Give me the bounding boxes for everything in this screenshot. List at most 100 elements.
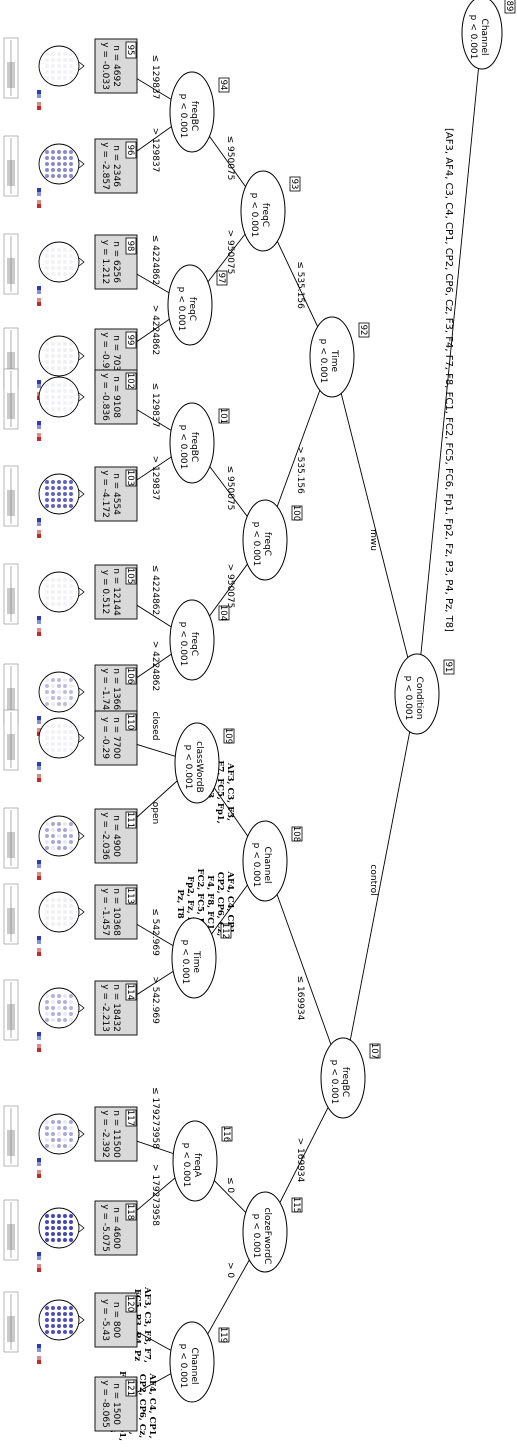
electrode-dot	[63, 916, 67, 920]
electrode-dot	[51, 578, 55, 582]
node-id: 108	[291, 826, 301, 842]
node-id: 112	[220, 923, 230, 939]
electrode-dot	[57, 684, 61, 688]
electrode-dot	[45, 1318, 49, 1322]
electrode-dot	[57, 702, 61, 706]
electrode-dot	[63, 1318, 67, 1322]
electrode-dot	[63, 602, 67, 606]
electrode-dot	[57, 348, 61, 352]
electrode-dot	[51, 590, 55, 594]
electrode-dot	[69, 1006, 73, 1010]
electrode-dot	[63, 342, 67, 346]
colorbar-step	[37, 433, 41, 437]
electrode-dot	[51, 1144, 55, 1148]
leaf-n: n = 1500	[111, 1383, 121, 1425]
node-id: 100	[291, 505, 301, 521]
node-pvalue: p < 0.001	[329, 1060, 339, 1105]
colorbar-step	[37, 1260, 41, 1264]
electrode-dot	[69, 401, 73, 405]
leaf-n: n = 18432	[111, 984, 121, 1032]
electrode-dot	[63, 1312, 67, 1316]
electrode-dot	[57, 1318, 61, 1322]
colorbar-step	[37, 1166, 41, 1170]
electrode-dot	[45, 1312, 49, 1316]
edge-label: ≤ 542.969	[150, 908, 160, 956]
electrode-dot	[69, 678, 73, 682]
node-id: 101	[218, 408, 228, 424]
electrode-dot	[69, 1012, 73, 1016]
electrode-dot	[69, 742, 73, 746]
electrode-dot	[57, 480, 61, 484]
electrode-dot	[69, 266, 73, 270]
leaf-y: y = -5.43	[100, 1299, 110, 1341]
electrode-dot	[45, 922, 49, 926]
node-variable: clozeFwordC	[262, 1208, 272, 1265]
electrode-dot	[69, 383, 73, 387]
electrode-dot	[57, 58, 61, 62]
electrode-dot	[51, 690, 55, 694]
edge-label: > 169934	[295, 1138, 305, 1183]
electrode-dot	[63, 742, 67, 746]
colorbar-step	[37, 1252, 41, 1256]
channel-set-line: AF3, C3, F3, F7,	[142, 1286, 152, 1363]
electrode-dot	[69, 1232, 73, 1236]
electrode-dot	[45, 266, 49, 270]
leaf-y: y = -1.747	[100, 668, 110, 716]
electrode-dot	[45, 596, 49, 600]
edge-label: ≤ 179273958	[150, 1087, 160, 1149]
node-id: 97	[216, 273, 226, 284]
node-id: 115	[291, 1197, 301, 1213]
electrode-dot	[57, 1306, 61, 1310]
electrode-dot	[69, 1220, 73, 1224]
electrode-dot	[63, 1232, 67, 1236]
electrode-dot	[69, 730, 73, 734]
colorbar-step	[37, 204, 41, 208]
electrode-dot	[51, 383, 55, 387]
colorbar-step	[37, 196, 41, 200]
nose-icon	[79, 832, 84, 840]
leaf-n: n = 7700	[111, 717, 121, 759]
electrode-dot	[45, 504, 49, 508]
leaf-y: y = -2.857	[100, 142, 110, 190]
nose-icon	[79, 393, 84, 401]
node-variable: freqC	[189, 632, 199, 656]
electrode-dot	[69, 480, 73, 484]
electrode-dot	[63, 702, 67, 706]
electrode-dot	[63, 348, 67, 352]
electrode-dot	[57, 1238, 61, 1242]
electrode-dot	[51, 1226, 55, 1230]
electrode-dot	[57, 407, 61, 411]
electrode-dot	[63, 1226, 67, 1230]
electrode-dot	[51, 389, 55, 393]
electrode-dot	[63, 1006, 67, 1010]
electrode-dot	[51, 1306, 55, 1310]
electrode-dot	[45, 1012, 49, 1016]
electrode-dot	[45, 272, 49, 276]
electrode-dot	[45, 602, 49, 606]
electrode-dot	[69, 168, 73, 172]
nose-icon	[79, 160, 84, 168]
node-variable: freqA	[192, 1153, 202, 1178]
colorbar-step	[37, 200, 41, 204]
colorbar-step	[37, 944, 41, 948]
electrode-dot	[57, 498, 61, 502]
electrode-dot	[51, 1012, 55, 1016]
electrode-dot	[63, 407, 67, 411]
electrode-dot	[51, 834, 55, 838]
electrode-dot	[57, 401, 61, 405]
electrode-dot	[45, 254, 49, 258]
colorbar-step	[37, 940, 41, 944]
leaf-n: n = 4900	[111, 815, 121, 857]
electrode-dot	[63, 168, 67, 172]
electrode-dot	[69, 994, 73, 998]
colorbar-step	[37, 936, 41, 940]
electrode-dot	[45, 840, 49, 844]
colorbar-step	[37, 437, 41, 441]
edge-label: open	[150, 802, 160, 824]
node-id: 119	[218, 1327, 228, 1343]
leaf-n: n = 6256	[111, 241, 121, 283]
edge-line	[343, 694, 417, 1078]
electrode-dot	[45, 407, 49, 411]
electrode-dot	[45, 360, 49, 364]
